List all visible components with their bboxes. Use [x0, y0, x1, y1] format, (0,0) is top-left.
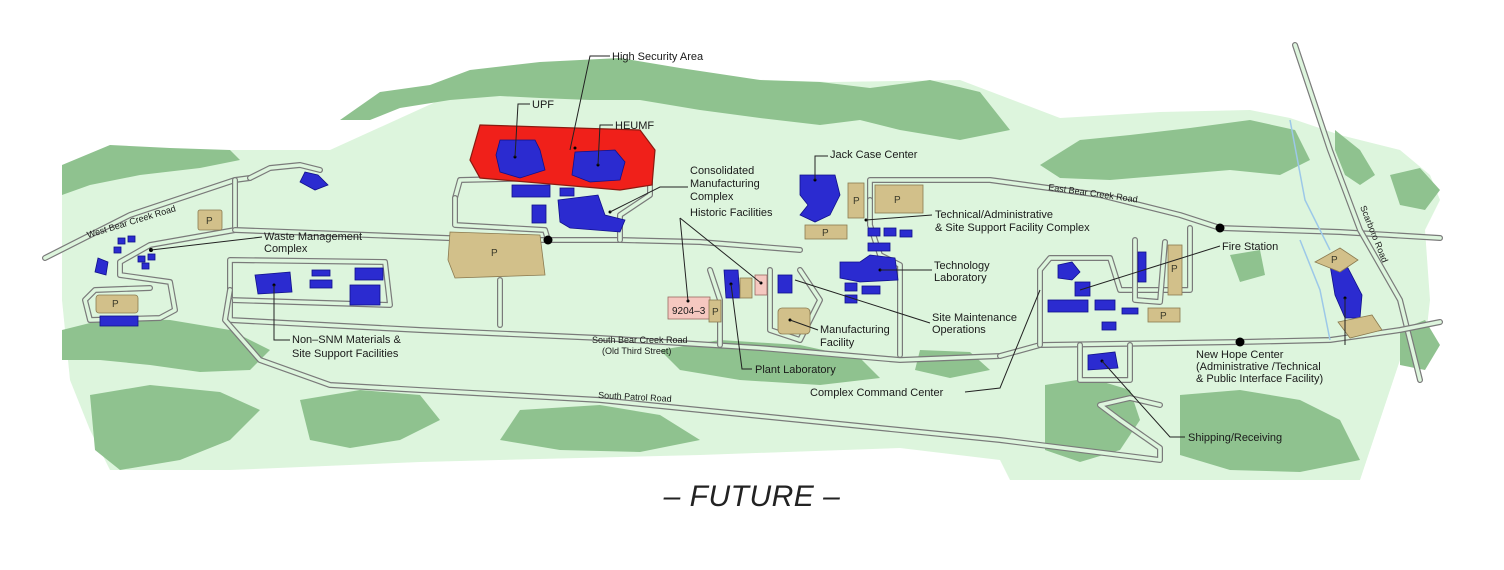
- consolidated-label-3: Complex: [690, 191, 734, 203]
- svg-text:P: P: [1171, 264, 1178, 275]
- svg-text:P: P: [206, 216, 213, 227]
- svg-text:P: P: [1160, 311, 1167, 322]
- consolidated-label-2: Manufacturing: [690, 178, 760, 190]
- consolidated-label-1: Consolidated: [690, 165, 754, 177]
- parking-lots: [95, 182, 1383, 339]
- tech-lab-label-2: Laboratory: [934, 272, 987, 284]
- upf-building: [495, 139, 546, 179]
- shipping-label: Shipping/Receiving: [1188, 432, 1282, 444]
- upf-label: UPF: [532, 99, 554, 111]
- svg-text:P: P: [822, 228, 829, 239]
- leader-lines: [150, 55, 1346, 438]
- tech-lab-building: [839, 254, 899, 283]
- waste-label-2: Complex: [264, 243, 308, 255]
- complex-command-label: Complex Command Center: [810, 387, 944, 399]
- plant-lab-label: Plant Laboratory: [755, 364, 836, 376]
- svg-text:P: P: [853, 196, 860, 207]
- new-hope-label-1: New Hope Center: [1196, 349, 1284, 361]
- svg-text:P: P: [894, 195, 901, 206]
- buildings: [94, 139, 1363, 371]
- tech-admin-label-2: & Site Support Facility Complex: [935, 222, 1090, 234]
- svg-text:P: P: [491, 248, 498, 259]
- tech-lab-label-1: Technology: [934, 260, 990, 272]
- historic-label: Historic Facilities: [690, 207, 773, 219]
- waste-label-1: Waste Management: [264, 231, 362, 243]
- manufacturing-label-1: Manufacturing: [820, 324, 890, 336]
- south-patrol-label: South Patrol Road: [598, 390, 672, 404]
- high-security-area-label: High Security Area: [612, 51, 704, 63]
- tech-admin-label-1: Technical/Administrative: [935, 209, 1053, 221]
- heumf-label: HEUMF: [615, 120, 654, 132]
- manufacturing-label-2: Facility: [820, 337, 855, 349]
- svg-text:P: P: [112, 299, 119, 310]
- bldg-9204-label: 9204–3: [672, 306, 706, 317]
- map-caption: – FUTURE –: [663, 480, 841, 513]
- new-hope-label-2: (Administrative /Technical: [1196, 361, 1321, 373]
- non-snm-label-1: Non–SNM Materials &: [292, 334, 401, 346]
- svg-text:P: P: [712, 307, 719, 318]
- new-hope-label-3: & Public Interface Facility): [1196, 373, 1323, 385]
- svg-text:P: P: [1331, 255, 1338, 266]
- facility-labels: High Security Area UPF HEUMF Consolidate…: [264, 51, 1323, 444]
- fire-station-label: Fire Station: [1222, 241, 1278, 253]
- south-bear-creek-label-2: (Old Third Street): [602, 346, 671, 356]
- site-maint-label-2: Operations: [932, 324, 986, 336]
- non-snm-label-2: Site Support Facilities: [292, 348, 399, 360]
- south-bear-creek-label-1: South Bear Creek Road: [592, 335, 688, 345]
- jack-case-building: [799, 174, 841, 223]
- parking-labels: P P P P P P P P P P: [112, 195, 1338, 322]
- site-maint-label-1: Site Maintenance: [932, 312, 1017, 324]
- jack-case-label: Jack Case Center: [830, 149, 918, 161]
